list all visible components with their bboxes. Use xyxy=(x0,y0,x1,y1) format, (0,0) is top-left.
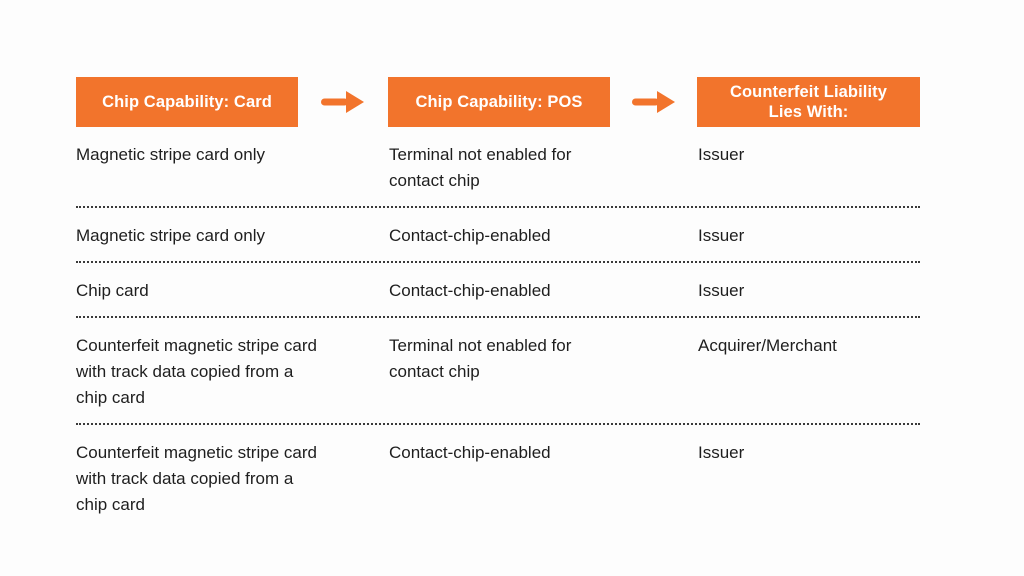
counterfeit-liability-table: Chip Capability: Card Chip Capability: P… xyxy=(76,77,920,530)
cell-card-capability: Magnetic stripe card only xyxy=(76,226,265,245)
cell-card-capability: Counterfeit magnetic stripe card with tr… xyxy=(76,443,317,514)
header-chip-capability-card: Chip Capability: Card xyxy=(76,77,298,127)
header-label: Chip Capability: Card xyxy=(102,92,272,111)
cell-card-capability: Magnetic stripe card only xyxy=(76,145,265,164)
table-row: Magnetic stripe card only Contact-chip-e… xyxy=(76,208,920,263)
header-label: Chip Capability: POS xyxy=(415,92,583,111)
cell-liability: Issuer xyxy=(698,281,745,300)
table-row: Counterfeit magnetic stripe card with tr… xyxy=(76,318,920,425)
table-row: Magnetic stripe card only Terminal not e… xyxy=(76,127,920,208)
cell-card-capability: Counterfeit magnetic stripe card with tr… xyxy=(76,336,317,407)
cell-liability: Acquirer/Merchant xyxy=(698,336,837,355)
cell-pos-capability: Contact-chip-enabled xyxy=(389,226,551,245)
cell-liability: Issuer xyxy=(698,145,745,164)
cell-liability: Issuer xyxy=(698,443,745,462)
cell-card-capability: Chip card xyxy=(76,281,149,300)
table-row: Chip card Contact-chip-enabled Issuer xyxy=(76,263,920,318)
cell-liability: Issuer xyxy=(698,226,745,245)
table-header-row: Chip Capability: Card Chip Capability: P… xyxy=(76,77,920,127)
header-chip-capability-pos: Chip Capability: POS xyxy=(388,77,610,127)
table-row: Counterfeit magnetic stripe card with tr… xyxy=(76,425,920,530)
header-label: Counterfeit Liability Lies With: xyxy=(729,82,888,121)
arrow-right-icon xyxy=(298,77,388,127)
cell-pos-capability: Terminal not enabled for contact chip xyxy=(389,145,572,190)
cell-pos-capability: Contact-chip-enabled xyxy=(389,443,551,462)
header-counterfeit-liability: Counterfeit Liability Lies With: xyxy=(697,77,920,127)
arrow-right-icon xyxy=(610,77,697,127)
cell-pos-capability: Contact-chip-enabled xyxy=(389,281,551,300)
cell-pos-capability: Terminal not enabled for contact chip xyxy=(389,336,572,381)
